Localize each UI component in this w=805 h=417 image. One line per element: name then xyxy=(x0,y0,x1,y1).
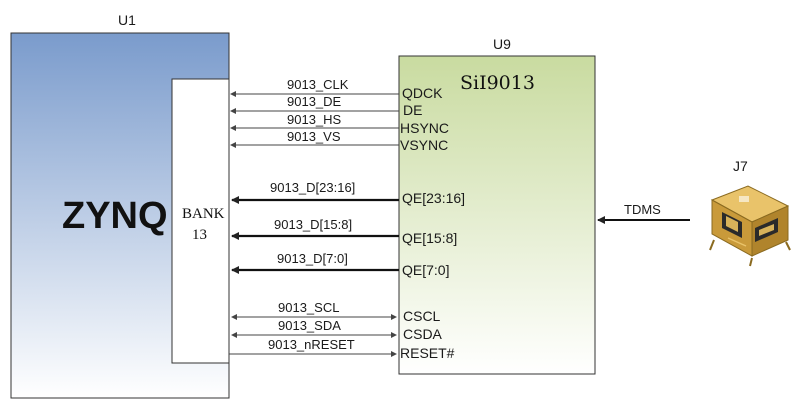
signal-9013-scl: 9013_SCL xyxy=(278,300,339,315)
bank-number: 13 xyxy=(192,227,207,243)
bank-13-block xyxy=(171,78,230,364)
sii9013-label: SiI9013 xyxy=(460,72,535,94)
zynq-label: ZYNQ xyxy=(62,195,168,237)
signal-9013-clk: 9013_CLK xyxy=(287,77,349,92)
signal-9013-nreset: 9013_nRESET xyxy=(268,337,355,352)
pin-hsync: HSYNC xyxy=(400,120,449,136)
u1-refdes: U1 xyxy=(118,12,136,28)
pin-de: DE xyxy=(403,102,422,118)
signal-9013-d-15-8: 9013_D[15:8] xyxy=(274,217,352,232)
signal-9013-hs: 9013_HS xyxy=(287,112,342,127)
bank-label: BANK xyxy=(182,206,225,222)
signal-9013-de: 9013_DE xyxy=(287,94,342,109)
pin-qe-23-16: QE[23:16] xyxy=(402,190,465,206)
j7-refdes: J7 xyxy=(733,158,748,174)
pin-csda: CSDA xyxy=(403,326,443,342)
pin-reset: RESET# xyxy=(400,345,455,361)
signal-9013-sda: 9013_SDA xyxy=(278,318,341,333)
signal-9013-d-23-16: 9013_D[23:16] xyxy=(270,180,355,195)
hdmi-connector-icon xyxy=(709,185,791,267)
pin-qe-7-0: QE[7:0] xyxy=(402,262,449,278)
sii9013-chip xyxy=(398,55,596,375)
signal-9013-vs: 9013_VS xyxy=(287,129,341,144)
pin-qe-15-8: QE[15:8] xyxy=(402,230,457,246)
pin-cscl: CSCL xyxy=(403,308,441,324)
pin-qdck: QDCK xyxy=(402,85,443,101)
pin-vsync: VSYNC xyxy=(400,137,448,153)
u9-refdes: U9 xyxy=(493,36,511,52)
signal-9013-d-7-0: 9013_D[7:0] xyxy=(277,251,348,266)
signal-tdms: TDMS xyxy=(624,202,661,217)
